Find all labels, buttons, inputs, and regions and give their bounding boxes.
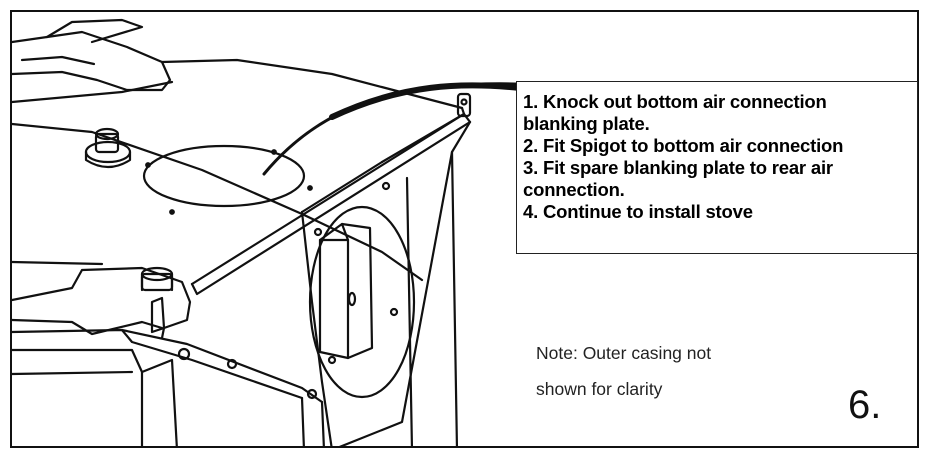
- step-number: 6.: [848, 383, 882, 427]
- air-connection-opening: [142, 144, 306, 208]
- step-line: connection.: [523, 179, 625, 200]
- step-line: 4. Continue to install stove: [523, 201, 753, 222]
- stove-body: [12, 260, 325, 446]
- bolt-top: [84, 127, 132, 169]
- step-line: 1. Knock out bottom air connection: [523, 91, 827, 112]
- stove-line-drawing: [12, 18, 523, 446]
- step-line: blanking plate.: [523, 113, 650, 134]
- step-line: 3. Fit spare blanking plate to rear air: [523, 157, 833, 178]
- figure-frame: [10, 10, 919, 448]
- note-line-1: Note: Outer casing not: [536, 343, 712, 363]
- top-bracket: [12, 18, 174, 104]
- blanking-plate: [318, 222, 374, 360]
- clarity-note: Note: Outer casing not shown for clarity: [536, 335, 711, 407]
- side-flange: [300, 112, 472, 446]
- step-line: 2. Fit Spigot to bottom air connection: [523, 135, 844, 156]
- front-bracket: [12, 266, 324, 404]
- note-line-2: shown for clarity: [536, 379, 663, 399]
- instruction-callout: 1. Knock out bottom air connection blank…: [516, 81, 918, 254]
